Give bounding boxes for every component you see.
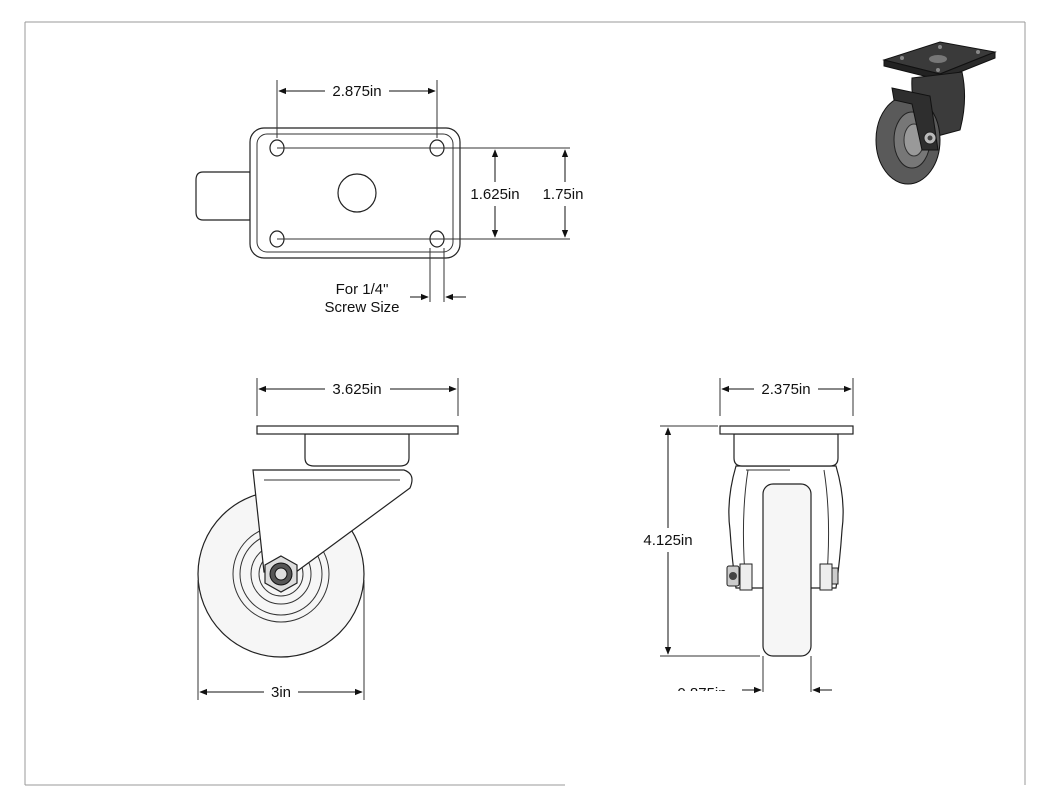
dim-label-1625: 1.625in: [470, 186, 519, 203]
dim-overall-height: 4.125in: [643, 425, 760, 657]
screw-note-line2: Screw Size: [324, 299, 399, 316]
dim-plate-width: 1.75in: [543, 149, 584, 238]
dim-plate-width-side: 2.375in: [719, 378, 854, 416]
dim-label-3625: 3.625in: [332, 381, 381, 398]
top-view: [195, 127, 570, 259]
dim-label-4125: 4.125in: [643, 532, 692, 549]
side-top-plate: [719, 425, 854, 435]
front-top-plate: [256, 425, 459, 435]
fork-leg: [252, 469, 413, 573]
swivel-stub: [195, 171, 251, 221]
dim-label-175: 1.75in: [543, 186, 584, 203]
swivel-housing: [304, 433, 410, 467]
dim-hole-spacing-x: 2.875in: [276, 80, 438, 138]
screw-note-line1: For 1/4": [336, 281, 389, 298]
dim-wheel-diameter: 3in: [197, 580, 365, 701]
dim-label-2875: 2.875in: [332, 83, 381, 100]
center-hole: [337, 173, 377, 213]
side-view: [719, 425, 854, 657]
sheet-border: [24, 21, 1026, 786]
dim-label-2375: 2.375in: [761, 381, 810, 398]
front-view: [197, 425, 459, 658]
isometric-caster-view: [875, 41, 997, 185]
screw-size-note: For 1/4" Screw Size: [324, 248, 466, 316]
dim-hole-spacing-y: 1.625in: [470, 149, 520, 238]
dim-wheel-width: 0.875in: [677, 656, 832, 702]
dim-label-0875: 0.875in: [677, 685, 726, 702]
dim-plate-length: 3.625in: [256, 378, 459, 416]
side-wheel: [762, 483, 812, 657]
side-swivel-housing: [733, 433, 839, 467]
dim-label-3: 3in: [271, 684, 291, 701]
